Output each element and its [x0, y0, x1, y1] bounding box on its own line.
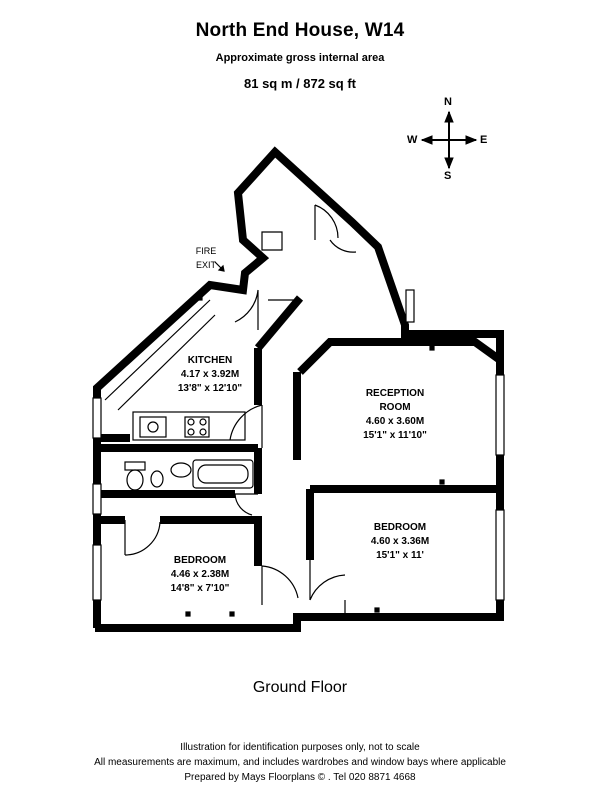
gross-area: 81 sq m / 872 sq ft	[244, 76, 356, 91]
room-name: KITCHEN	[187, 355, 233, 366]
interior-wall	[297, 338, 503, 375]
footer-measurements: All measurements are maximum, and includ…	[94, 757, 506, 768]
room-metric: 4.17 x 3.92M	[180, 369, 240, 380]
room-name-2: ROOM	[379, 402, 411, 413]
footer-disclaimer: Illustration for identification purposes…	[180, 742, 420, 753]
room-metric: 4.60 x 3.36M	[370, 536, 430, 547]
room-name: BEDROOM	[173, 555, 227, 566]
interior-wall	[97, 516, 262, 566]
room-imperial: 13'8" x 12'10"	[177, 383, 243, 394]
room-reception: RECEPTION ROOM 4.60 x 3.60M 15'1" x 11'1…	[330, 387, 460, 443]
plan-subtitle: Approximate gross internal area	[215, 52, 385, 64]
fire-exit-label: FIRE EXIT	[184, 244, 228, 272]
room-bedroom-right: BEDROOM 4.60 x 3.36M 15'1" x 11'	[345, 521, 455, 563]
room-name: RECEPTION	[365, 388, 425, 399]
compass-icon	[420, 110, 478, 170]
compass-n-label: N	[444, 96, 452, 108]
footer-credit: Prepared by Mays Floorplans © . Tel 020 …	[184, 772, 416, 783]
compass-e-label: E	[480, 134, 488, 146]
room-metric: 4.60 x 3.60M	[365, 416, 425, 427]
floor-label: Ground Floor	[252, 679, 348, 696]
plan-title: North End House, W14	[195, 20, 405, 41]
room-bedroom-left: BEDROOM 4.46 x 2.38M 14'8" x 7'10"	[150, 554, 250, 596]
room-imperial: 14'8" x 7'10"	[170, 583, 230, 594]
compass-w-label: W	[407, 134, 418, 146]
compass-s-label: S	[444, 170, 452, 182]
room-imperial: 15'1" x 11'	[376, 550, 424, 561]
fire-exit-line2: EXIT	[195, 260, 216, 270]
room-name: BEDROOM	[373, 522, 427, 533]
room-metric: 4.46 x 2.38M	[170, 569, 230, 580]
interior-wall	[254, 295, 304, 351]
room-imperial: 15'1" x 11'10"	[363, 430, 427, 441]
outer-wall	[93, 146, 504, 632]
fire-exit-line1: FIRE	[195, 246, 217, 256]
room-kitchen: KITCHEN 4.17 x 3.92M 13'8" x 12'10"	[160, 354, 260, 396]
